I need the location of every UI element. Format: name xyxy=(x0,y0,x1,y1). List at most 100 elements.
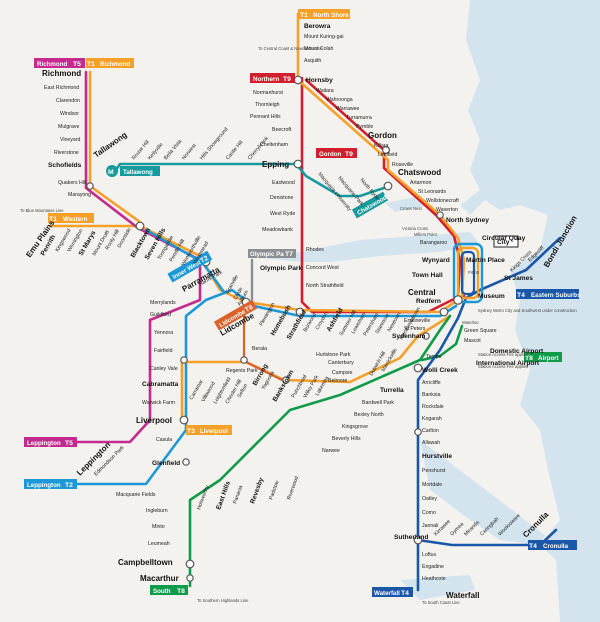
station-ingleburn: Ingleburn xyxy=(146,508,168,514)
station-merrylands: Merrylands xyxy=(150,300,176,306)
station-riverstone: Riverstone xyxy=(54,150,79,156)
interchange-macarthur xyxy=(186,574,194,582)
svg-text:Richmond: Richmond xyxy=(100,61,130,68)
svg-text:M: M xyxy=(108,169,114,176)
station-guildford: Guildford xyxy=(150,312,171,318)
line-t4-illawarra xyxy=(416,236,562,592)
station-penshurst: Penshurst xyxy=(422,468,446,474)
interchange-glenfield xyxy=(182,458,190,466)
svg-text:Northern: Northern xyxy=(253,76,279,83)
station-revesby: Revesby xyxy=(249,476,265,504)
interchange-redfern xyxy=(439,307,449,317)
station-panania: Panania xyxy=(232,485,244,505)
station-redfern: Redfern xyxy=(416,298,441,305)
badge-liverpool: T3 Liverpool xyxy=(186,425,232,435)
svg-text:Waterfall: Waterfall xyxy=(374,590,400,597)
station-berowra: Berowra xyxy=(304,23,331,30)
station-clarendon: Clarendon xyxy=(56,98,80,104)
line-t8-airport xyxy=(188,314,452,588)
svg-text:T4: T4 xyxy=(401,590,409,597)
badge-richmond: Richmond T5 T1 Richmond xyxy=(34,58,134,68)
interchanges xyxy=(86,75,463,582)
note-domestic-fee: Station Access Fee applies xyxy=(478,352,528,357)
svg-text:City: City xyxy=(497,239,510,246)
interchange-epping xyxy=(293,159,303,169)
station-como: Como xyxy=(422,510,436,516)
svg-text:T7: T7 xyxy=(285,251,293,258)
station-wolli-creek: Wolli Creek xyxy=(422,367,458,374)
badge-western: T1 Western xyxy=(48,213,94,223)
svg-text:North Shore: North Shore xyxy=(313,12,349,19)
svg-text:Leppington: Leppington xyxy=(27,482,61,489)
line-t2 xyxy=(68,288,458,486)
station-glenfield: Glenfield xyxy=(152,460,180,467)
station-mt-kuring: Mount Kuring-gai xyxy=(304,34,344,40)
svg-text:T5: T5 xyxy=(65,440,73,447)
station-macquarie-uni: Macquarie University xyxy=(316,171,352,212)
station-oatley: Oatley xyxy=(422,496,437,502)
station-wahroonga: Wahroonga xyxy=(326,97,353,103)
interchange-schofields xyxy=(86,182,94,190)
station-banksia: Banksia xyxy=(422,392,441,398)
station-martin-place: Martin Place xyxy=(466,257,505,264)
station-artarmon: Artarmon xyxy=(410,180,431,186)
badge-illawarra: Waterfall T4 xyxy=(372,587,413,597)
badge-olympic-park: Olympic Park T7 xyxy=(248,249,296,258)
interchange-cabramatta xyxy=(180,356,188,364)
station-jannali: Jannali xyxy=(422,523,438,529)
station-macarthur: Macarthur xyxy=(140,574,179,583)
svg-text:Gordon: Gordon xyxy=(319,151,342,158)
note-metro-construction: Sydney Metro City and Southwest under co… xyxy=(478,308,577,313)
station-concord-west: Concord West xyxy=(306,265,339,271)
station-west-ryde: West Ryde xyxy=(270,211,295,217)
station-kogarah: Kogarah xyxy=(422,416,442,422)
interchange-central xyxy=(453,295,463,305)
svg-text:Olympic Park: Olympic Park xyxy=(250,251,290,258)
station-pymble: Pymble xyxy=(356,124,373,130)
station-green-square: Green Square xyxy=(464,328,497,334)
interchange-bankstown xyxy=(282,376,290,384)
interchange-sutherland xyxy=(413,535,423,545)
station-hornsby: Hornsby xyxy=(306,77,333,84)
station-gymea: Gymea xyxy=(449,521,465,537)
station-thornleigh: Thornleigh xyxy=(255,102,280,108)
svg-text:Western: Western xyxy=(63,216,88,223)
city-loop xyxy=(452,242,484,304)
station-berala: Berala xyxy=(252,346,267,352)
badge-south: South T8 xyxy=(150,585,188,595)
station-macquarie-fields: Macquarie Fields xyxy=(116,492,156,498)
station-intl-airport: International Airport xyxy=(476,360,540,367)
station-crows-nest: Crows Nest xyxy=(400,206,422,211)
station-victoria-cross: Victoria Cross xyxy=(402,226,428,231)
interchange-blacktown xyxy=(135,221,145,231)
station-castle-hill: Castle Hill xyxy=(225,140,245,162)
station-st-peters: St Peters xyxy=(404,326,426,332)
station-liverpool: Liverpool xyxy=(136,416,172,425)
station-turramurra: Turramurra xyxy=(346,115,372,121)
rail-lines xyxy=(48,12,562,592)
interchange-hurstville xyxy=(414,428,422,436)
svg-text:T4: T4 xyxy=(517,292,525,299)
station-kingsgrove: Kingsgrove xyxy=(342,424,368,430)
station-waverton: Waverton xyxy=(436,207,458,213)
station-tallawong: Tallawong xyxy=(92,130,129,160)
svg-text:Leppington: Leppington xyxy=(27,440,61,447)
note-cc-newcastle: To Central Coast & Newcastle Line xyxy=(258,46,323,51)
station-pitt-st: Pitt St xyxy=(468,270,480,275)
station-north-strathfield: North Strathfield xyxy=(306,283,344,289)
note-international-fee: Station Access Fee applies xyxy=(478,364,528,369)
station-campsie: Campsie xyxy=(332,370,353,376)
svg-text:T8: T8 xyxy=(177,588,185,595)
station-narwee: Narwee xyxy=(322,448,340,454)
station-pennant-hills: Pennant Hills xyxy=(250,114,281,120)
line-badges: T1 North Shore Richmond T5 T1 Richmond N… xyxy=(24,9,581,597)
svg-text:Richmond: Richmond xyxy=(37,61,67,68)
station-east-richmond: East Richmond xyxy=(44,85,79,91)
svg-text:South: South xyxy=(153,588,171,595)
svg-text:T5: T5 xyxy=(73,61,81,68)
interchange-gordon xyxy=(382,146,391,155)
line-t5-cumberland xyxy=(68,70,202,444)
note-southern-highlands: To Southern Highlands Line xyxy=(197,598,249,603)
svg-text:T8: T8 xyxy=(525,355,533,362)
station-belmore: Belmore xyxy=(328,378,347,384)
